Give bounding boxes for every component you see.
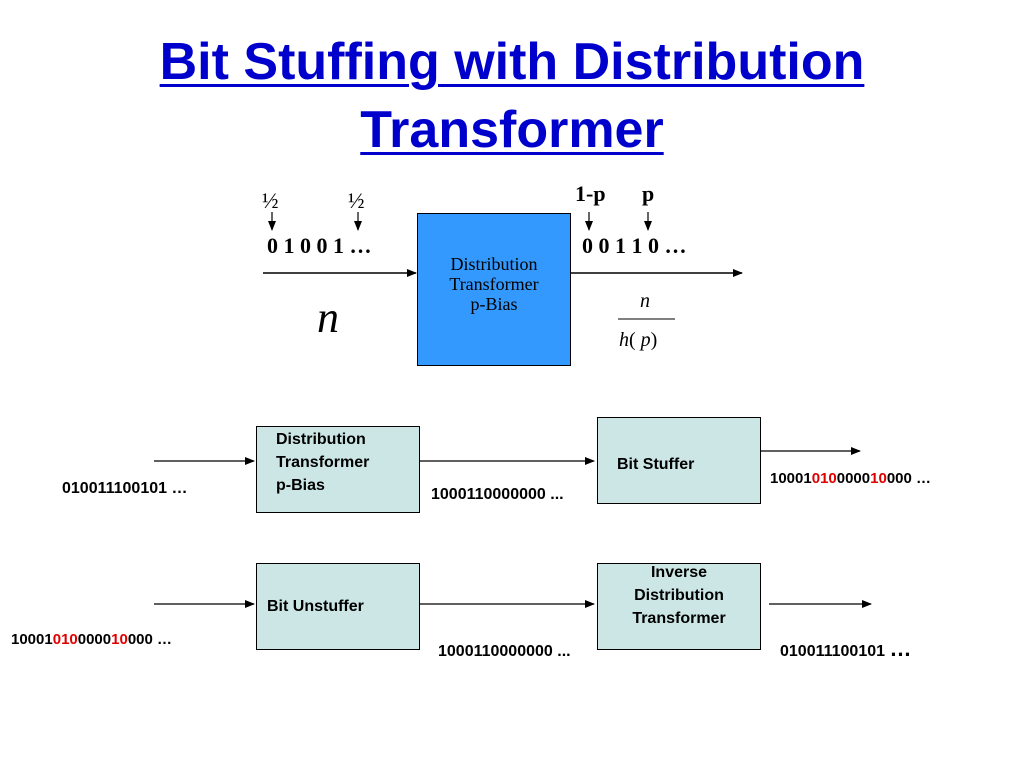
- row2-in-stuffed-3: 10: [111, 631, 128, 648]
- row1-out-stuffed-3: 10: [870, 470, 887, 487]
- page-title: Bit Stuffing with Distribution: [0, 32, 1024, 92]
- top-box-line-3: p-Bias: [470, 294, 518, 314]
- page-title-line-2: Transformer: [0, 100, 1024, 160]
- input-prob-1: ½: [262, 188, 279, 213]
- bit-unstuffer-box: Bit Unstuffer: [256, 563, 420, 650]
- row2-mid-bits: 1000110000000 ...: [438, 643, 571, 660]
- den-open: (: [629, 329, 636, 351]
- input-prob-2: ½: [348, 188, 365, 213]
- row2-box2-line-2: Distribution: [634, 587, 724, 604]
- row1-box1-line-1: Distribution: [276, 431, 366, 448]
- bit-stuffer-label: Bit Stuffer: [617, 456, 695, 473]
- row2-in-stuffed-2: 0: [69, 631, 78, 648]
- row1-out-seg-3: 1: [820, 470, 829, 487]
- row2-output-bits: 010011100101: [780, 643, 886, 660]
- bit-stuffer-box: Bit Stuffer: [597, 417, 761, 504]
- top-box-line-1: Distribution: [450, 254, 538, 274]
- row2-in-seg-7: 000 …: [127, 631, 173, 648]
- row2-output-bits-wrap: 010011100101 …: [780, 636, 911, 662]
- row2-output-ellipsis: …: [889, 636, 912, 661]
- row2-box2-line-3: Transformer: [632, 610, 726, 627]
- row1-out-seg-5: 0000: [836, 470, 871, 487]
- top-output-bits: 0 0 1 1 0 …: [582, 233, 687, 258]
- row2-box2-text: Inverse Distribution Transformer: [598, 561, 760, 630]
- row1-input-bits: 010011100101 …: [62, 480, 188, 497]
- title-line-2: Transformer: [360, 101, 664, 159]
- top-box-line-2: Transformer: [449, 274, 539, 294]
- row1-mid-bits: 1000110000000 ...: [431, 486, 564, 503]
- row1-out-seg-1: 10001: [770, 470, 812, 487]
- inverse-distribution-transformer-box: Inverse Distribution Transformer: [597, 563, 761, 650]
- row2-in-seg-3: 1: [61, 631, 70, 648]
- row1-out-seg-7: 000 …: [886, 470, 932, 487]
- output-prob-1: 1-p: [575, 181, 606, 206]
- row1-box1-line-2: Transformer: [276, 454, 370, 471]
- title-line-1: Bit Stuffing with Distribution: [159, 33, 865, 91]
- row1-out-stuffed-2: 0: [828, 470, 837, 487]
- output-length-denominator: h( p): [619, 329, 657, 352]
- row1-distribution-transformer-box: Distribution Transformer p-Bias: [256, 426, 420, 513]
- top-distribution-transformer-box: Distribution Transformer p-Bias: [417, 213, 571, 366]
- row2-in-seg-1: 10001: [11, 631, 53, 648]
- row2-box2-line-1: Inverse: [650, 564, 708, 581]
- row1-box1-text: Distribution Transformer p-Bias: [276, 428, 369, 497]
- top-box-text: Distribution Transformer p-Bias: [418, 254, 570, 314]
- input-length: n: [317, 293, 339, 342]
- row1-box1-line-3: p-Bias: [276, 477, 325, 494]
- den-h: h: [619, 329, 629, 351]
- row2-stuffed-input: 10001010000010000 …: [11, 631, 172, 648]
- output-prob-2: p: [642, 181, 655, 206]
- output-length-numerator: n: [640, 290, 650, 312]
- top-input-bits: 0 1 0 0 1 …: [267, 233, 372, 258]
- row2-in-seg-5: 0000: [77, 631, 112, 648]
- bit-unstuffer-label: Bit Unstuffer: [267, 598, 364, 615]
- den-close: ): [650, 329, 658, 351]
- row2-in-stuffed-1: 0: [52, 631, 62, 648]
- den-p: p: [640, 329, 651, 351]
- row1-out-stuffed-1: 0: [811, 470, 821, 487]
- row1-stuffed-output: 10001010000010000 …: [770, 470, 931, 487]
